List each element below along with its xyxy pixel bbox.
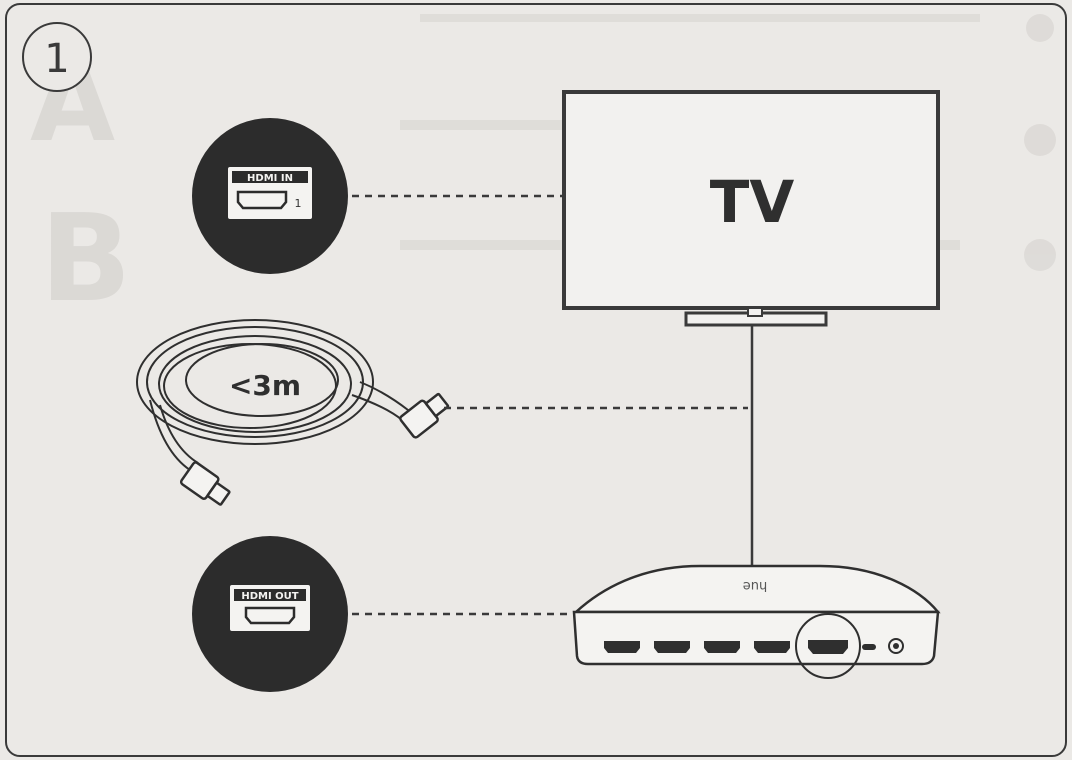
box-hdmi-port-1 [604,641,640,653]
hdmi-in-number: 1 [295,197,302,210]
hdmi-out-port-icon: HDMI OUT [230,585,310,631]
hdmi-cable-icon [136,319,450,506]
panel-frame [5,3,1067,757]
box-hdmi-port-3 [704,641,740,653]
sync-box-brand: hue [743,578,767,593]
hue-sync-box-icon: hue [572,564,941,679]
tv-label: TV [710,168,795,236]
step-number-badge: 1 [22,22,92,92]
box-hdmi-port-4 [754,641,790,653]
hdmi-in-port-icon: HDMI IN 1 [228,167,312,219]
box-usb-port [862,644,876,650]
tv-icon: TV [562,90,940,327]
hdmi-out-highlight-circle [795,613,861,679]
box-power-port [888,638,904,654]
hdmi-out-badge: HDMI OUT [192,536,348,692]
hdmi-out-label: HDMI OUT [241,591,298,602]
box-hdmi-out-port [808,640,848,654]
cable-length-label: <3m [229,369,301,402]
svg-text:B: B [40,190,131,329]
step-number: 1 [44,36,69,82]
box-hdmi-port-2 [654,641,690,653]
hdmi-in-label: HDMI IN [247,173,293,184]
hdmi-in-badge: HDMI IN 1 [192,118,348,274]
